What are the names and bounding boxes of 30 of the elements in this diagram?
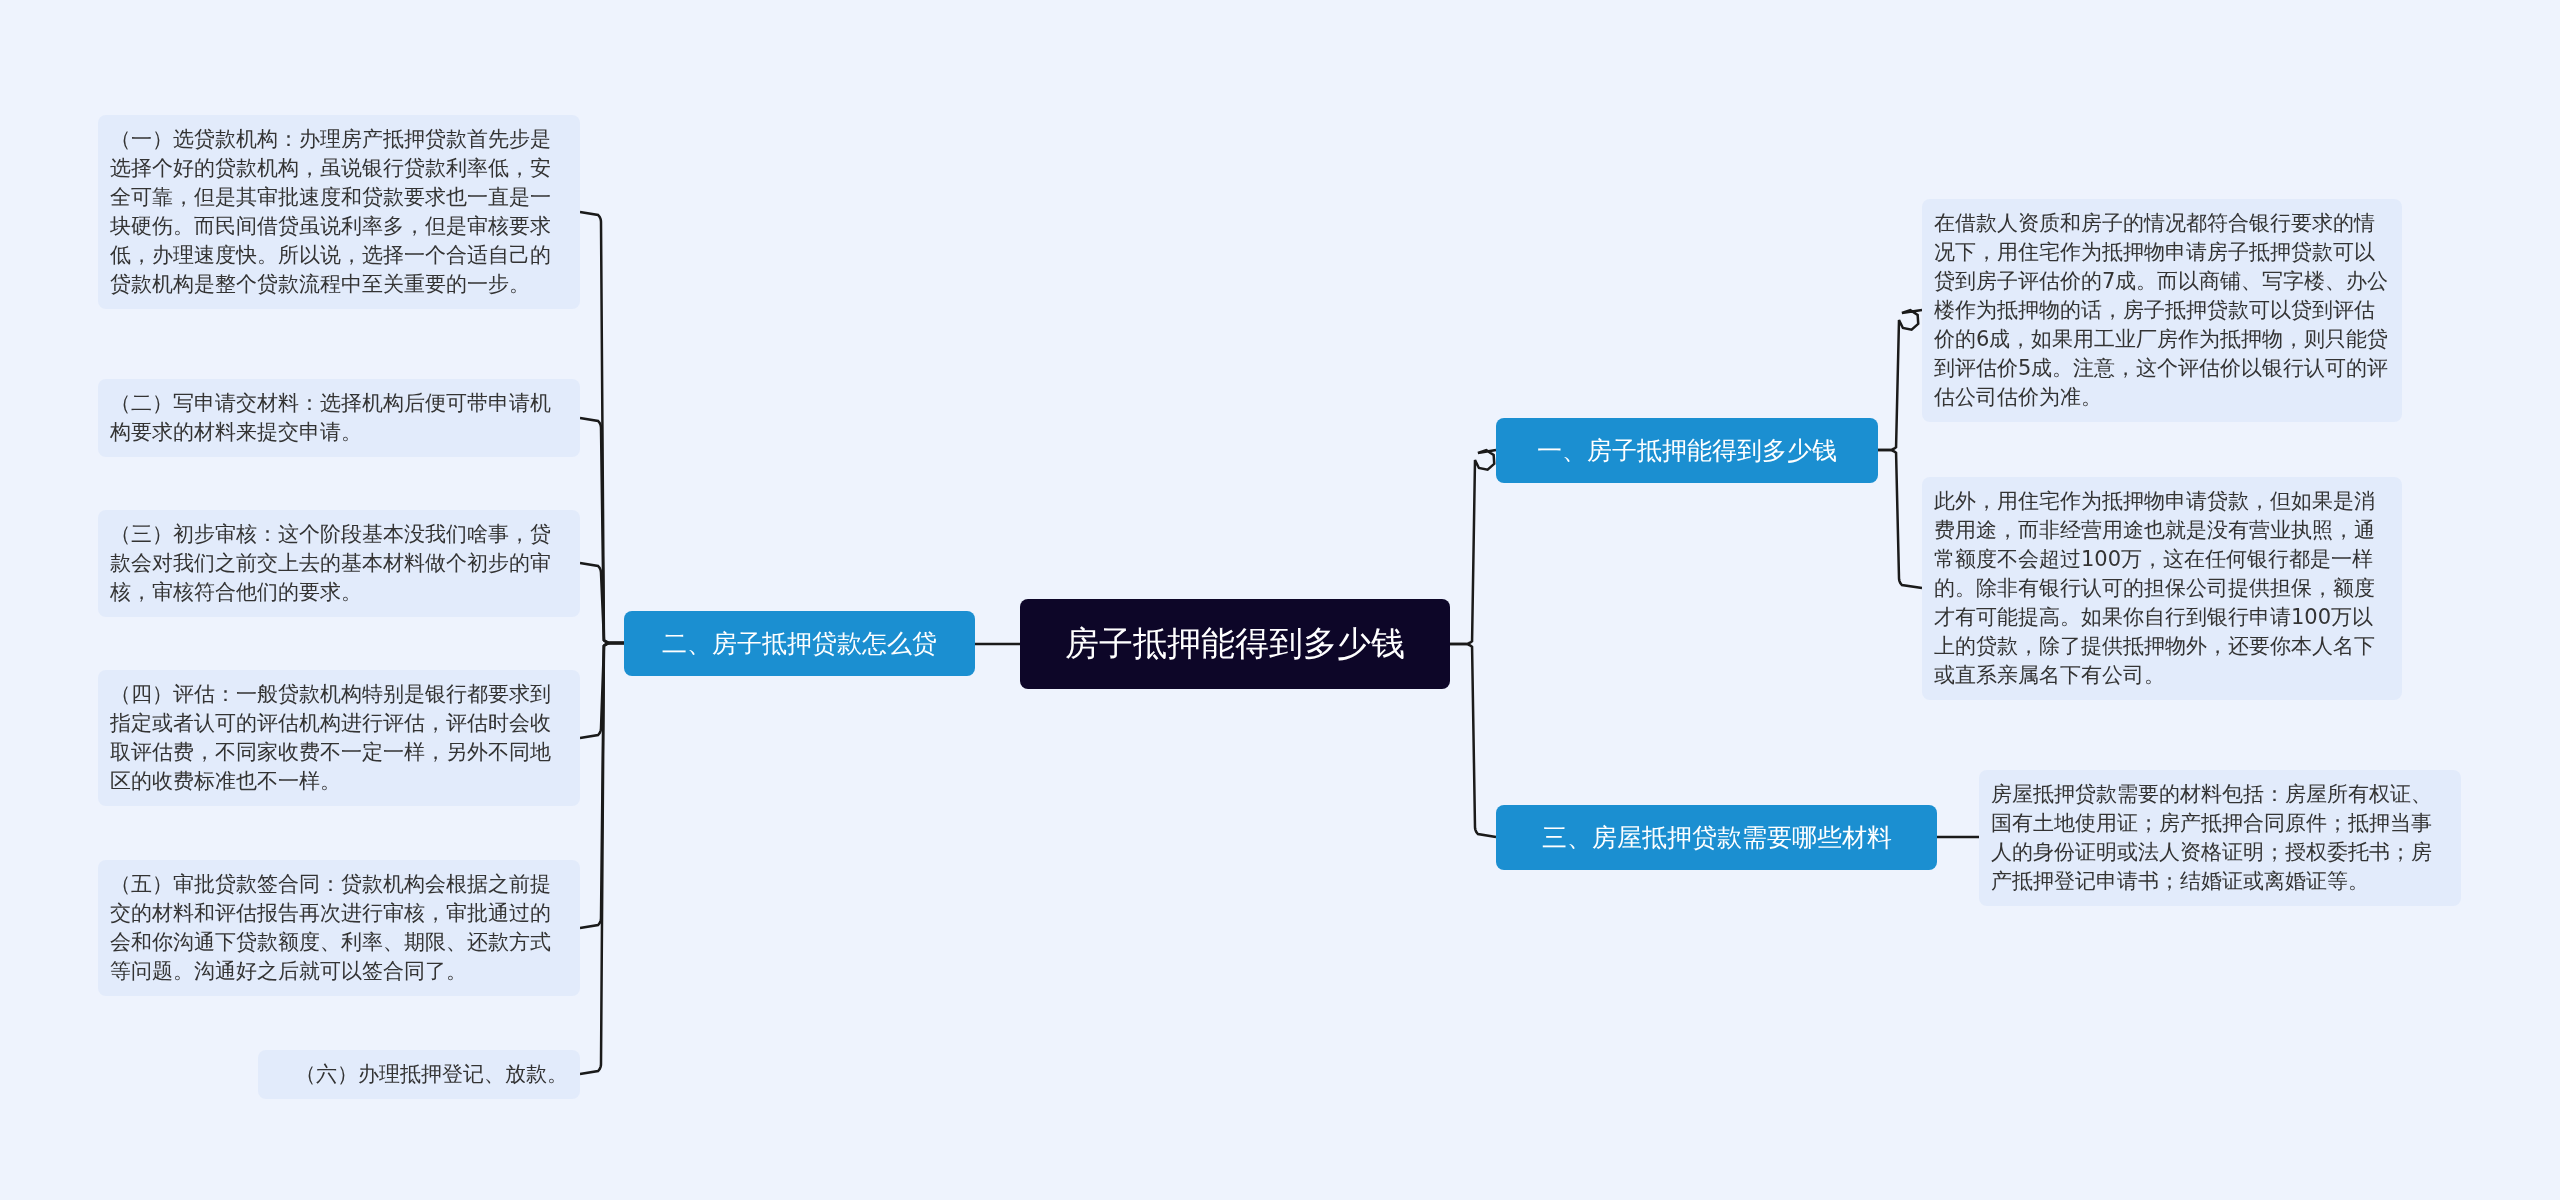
note-card	[98, 670, 580, 806]
topic-box	[624, 610, 975, 676]
note-card	[98, 115, 580, 309]
note-text: 此外，用住宅作为抵押物申请贷款，但如果是消费用途，而非经营用途也就是没有营业执照，通常额度不会超过100万，这在任何银行都是一样的。除非有银行认可的担保公司提供担保，额度才有可能提高。如果你自行到银行申请100万以上的贷款，除了提供抵押物外，还要你本人名下或直系亲属名下有公司。	[1934, 487, 2376, 689]
note-text: 在借款人资质和房子的情况都符合银行要求的情况下，用住宅作为抵押物申请房子抵押贷款可以贷到房子评估价的7成。而以商铺、写字楼、办公楼作为抵押物的话，房子抵押贷款可以贷到评估价的6成，如果用工业厂房作为抵押物，则只能贷到评估价5成。注意，这个评估价以银行认可的评估公司估价为准。	[1934, 209, 2390, 411]
central-topic-text: 房子抵押能得到多少钱	[1065, 622, 1405, 665]
connector-line	[1878, 448, 1923, 590]
connector-line	[1450, 642, 1497, 839]
topic-text: 三、房屋抵押贷款需要哪些材料	[1541, 821, 1892, 854]
topic-box	[1496, 417, 1878, 483]
note-card	[1922, 476, 2402, 700]
topic-text: 二、房子抵押贷款怎么贷	[662, 627, 937, 660]
connector-line	[1937, 835, 1979, 839]
note-card	[1979, 770, 2461, 906]
note-text: 房屋抵押贷款需要的材料包括：房屋所有权证、国有土地使用证；房产抵押合同原件；抵押当事人的身份证明或法人资格证明；授权委托书；房产抵押登记申请书；结婚证或离婚证等。	[1991, 781, 2433, 895]
note-text: （二）写申请交材料：选择机构后便可带申请机构要求的材料来提交申请。	[110, 390, 552, 446]
note-card	[258, 1049, 580, 1099]
central-topic-box	[1020, 599, 1450, 689]
connector-line	[579, 641, 624, 1076]
connector-line	[975, 642, 1020, 646]
note-card	[98, 379, 580, 457]
note-text: （五）审批贷款签合同：贷款机构会根据之前提交的材料和评估报告再次进行审核，审批通过的会和你沟通下贷款额度、利率、期限、还款方式等问题。沟通好之后就可以签合同了。	[110, 871, 552, 985]
note-card	[98, 860, 580, 996]
note-text: （六）办理抵押登记、放款。	[294, 1060, 568, 1088]
topic-text: 一、房子抵押能得到多少钱	[1537, 434, 1837, 467]
note-text: （四）评估：一般贷款机构特别是银行都要求到指定或者认可的评估机构进行评估，评估时会收取评估费，不同家收费不一定一样，另外不同地区的收费标准也不一样。	[110, 681, 552, 795]
note-card	[98, 509, 580, 617]
note-text: （一）选贷款机构：办理房产抵押贷款首先步是选择个好的贷款机构，虽说银行贷款利率低，安全可靠，但是其审批速度和贷款要求也一直是一块硬伤。而民间借贷虽说利率多，但是审核要求低，办理速度快。所以说，选择一个合适自己的贷款机构是整个贷款流程中至关重要的一步。	[110, 126, 552, 298]
topic-box	[1496, 804, 1937, 870]
note-text: （三）初步审核：这个阶段基本没我们啥事，贷款会对我们之前交上去的基本材料做个初步的审核，审核符合他们的要求。	[110, 520, 552, 606]
